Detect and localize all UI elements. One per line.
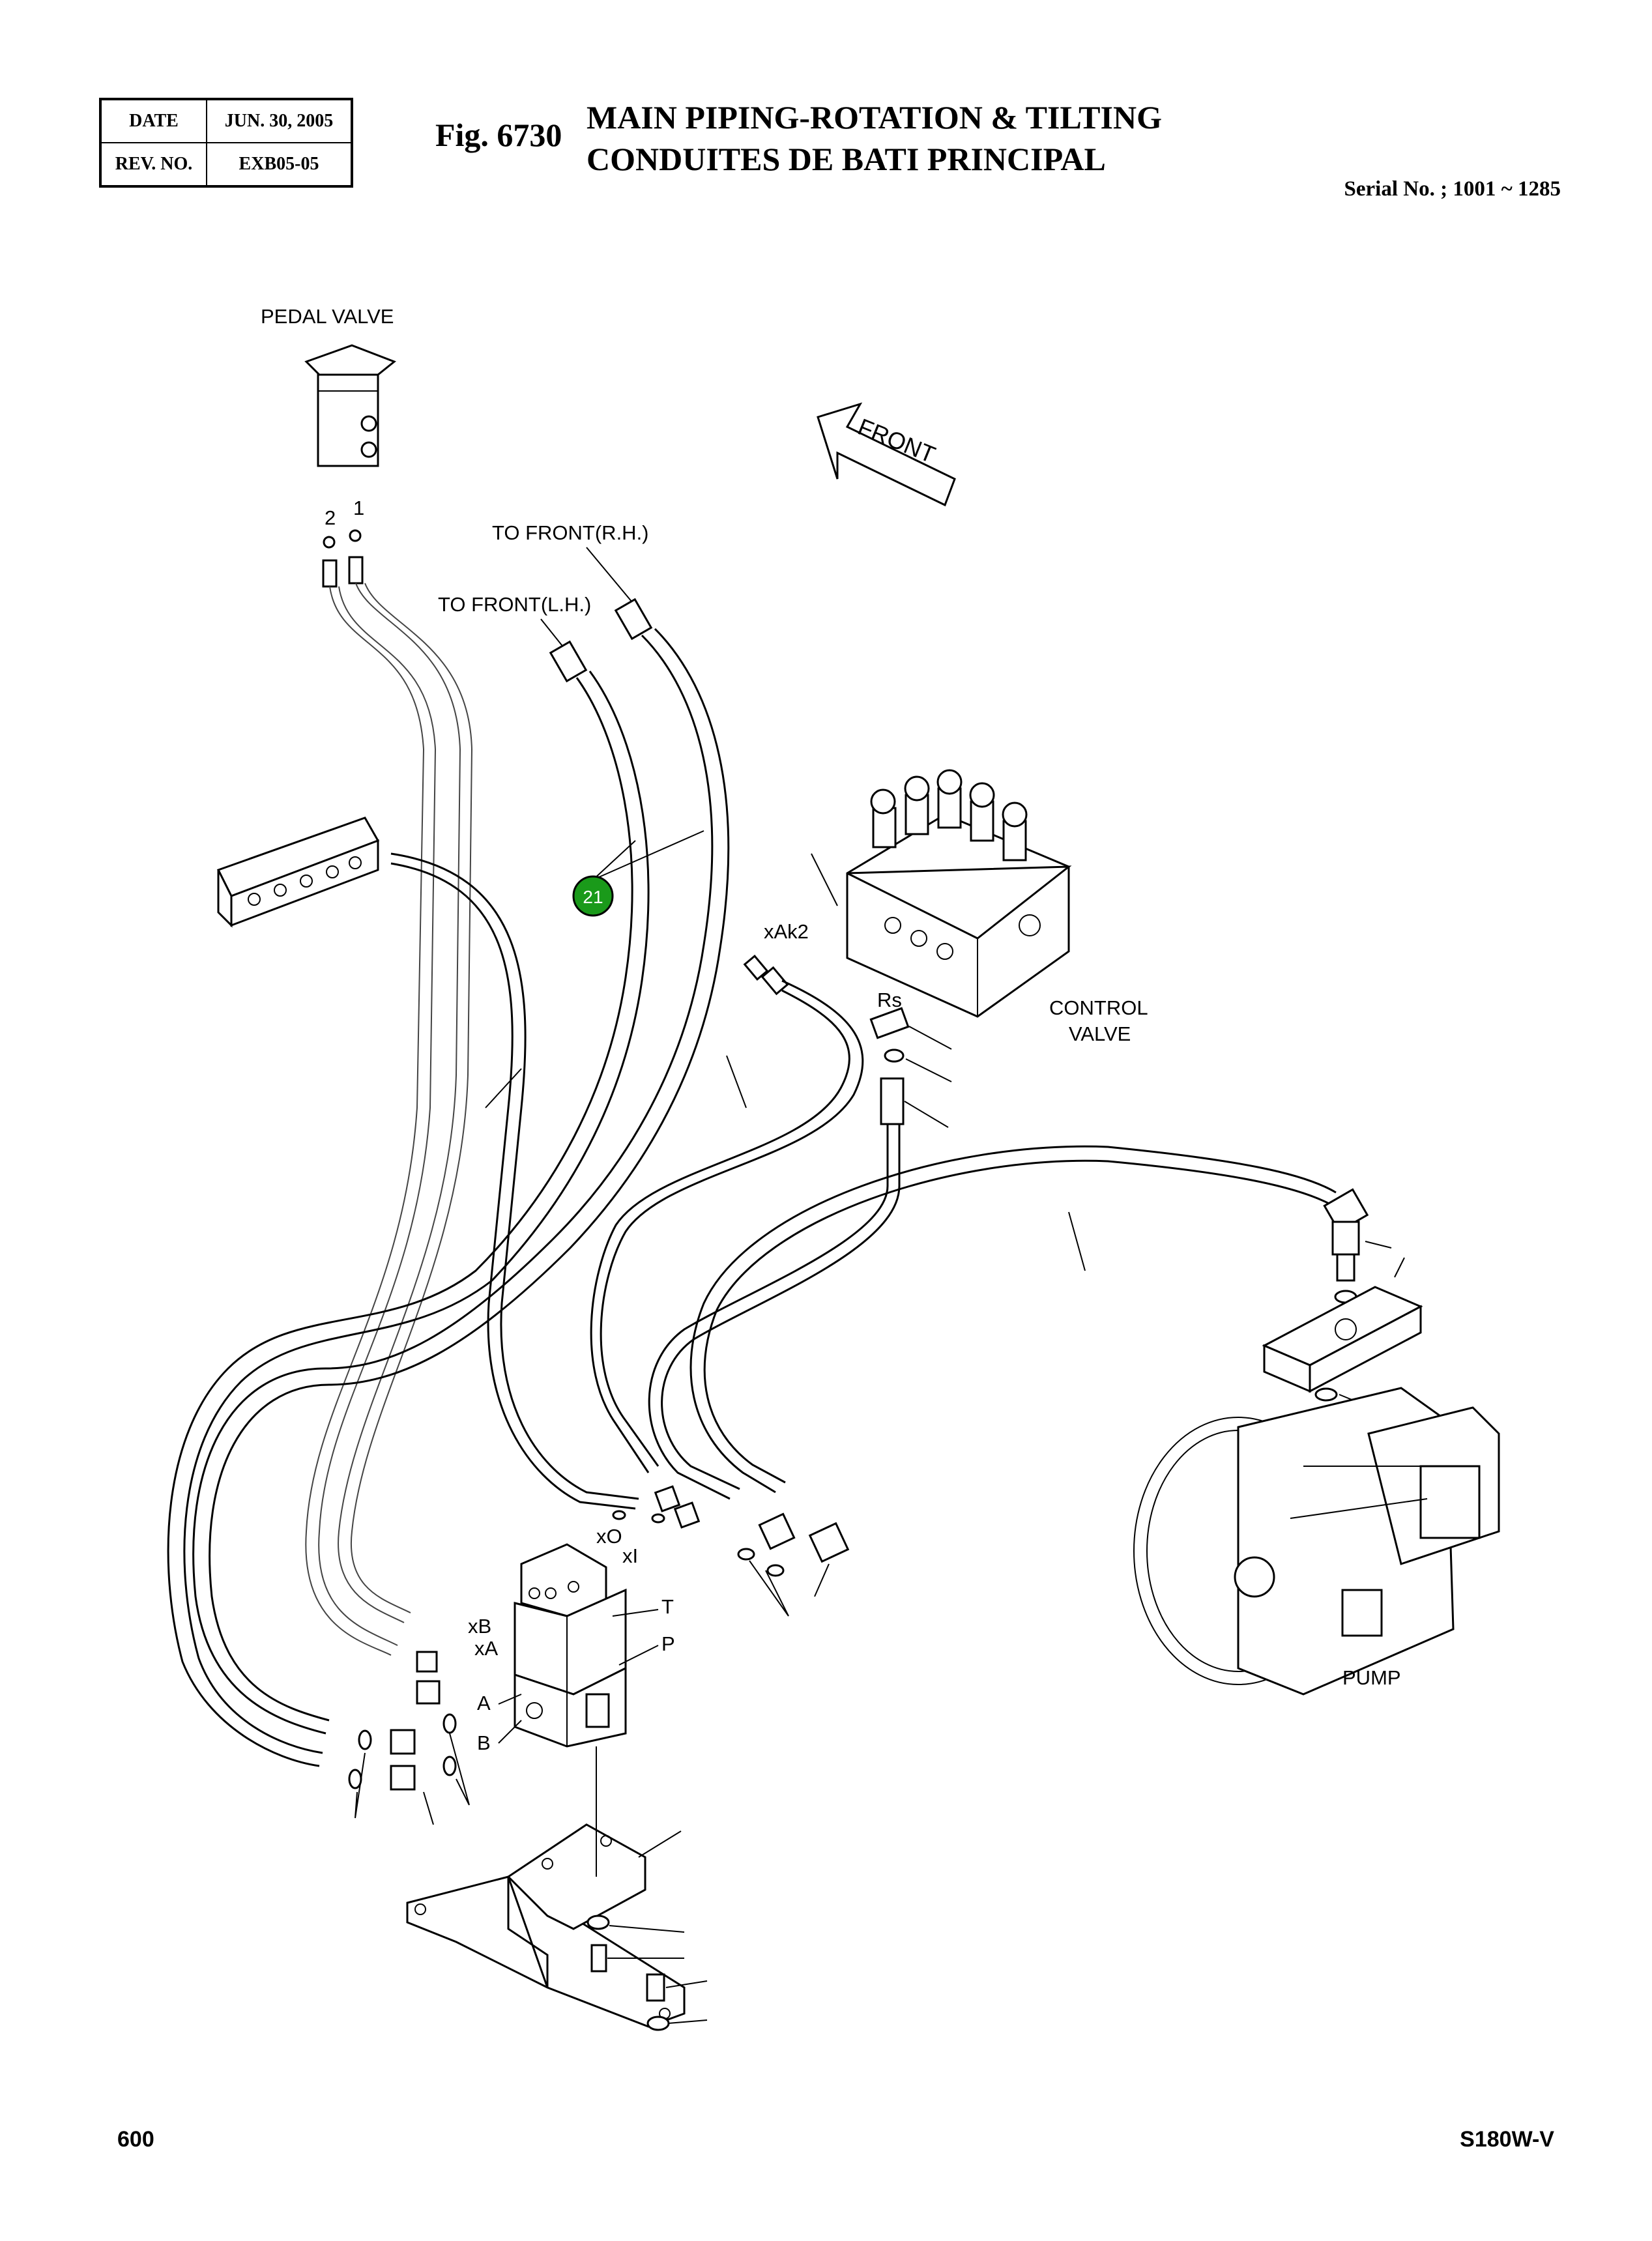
front-arrow: FRONT: [817, 402, 956, 507]
page-number: 600: [117, 2127, 154, 2152]
xak2-hose: [600, 979, 864, 1467]
port-1-label: 1: [353, 497, 364, 519]
date-value: JUN. 30, 2005: [206, 98, 353, 143]
pilot-hose-2b: [350, 583, 473, 1613]
pump: [1133, 1387, 1500, 1696]
pedal-valve-label: PEDAL VALVE: [261, 305, 394, 328]
control-valve-label-1: CONTROL: [1049, 996, 1148, 1019]
xi-label: xI: [622, 1544, 638, 1567]
a-label: A: [477, 1692, 491, 1714]
rev-value: EXB05-05: [206, 142, 353, 187]
b-label: B: [477, 1731, 491, 1754]
pilot-hose-1b: [318, 586, 437, 1646]
port-2-label: 2: [325, 506, 336, 529]
t-label: T: [661, 1595, 674, 1618]
hose-to-front-lh: [167, 677, 633, 1767]
rev-label: REV. NO.: [100, 142, 207, 187]
p-label: P: [661, 1632, 675, 1655]
to-front-lh-label: TO FRONT(L.H.): [438, 593, 591, 616]
rotation-tilting-valve: [514, 1543, 627, 1748]
rs-hose: [648, 1124, 889, 1500]
figure-number: Fig. 6730: [435, 117, 562, 153]
pump-hose: [689, 1145, 1337, 1494]
xb-label: xB: [468, 1615, 491, 1638]
xo-label: xO: [596, 1525, 622, 1548]
pilot-hose-1: [305, 586, 425, 1656]
callout-21-label: 21: [583, 887, 603, 907]
rs-label: Rs: [877, 989, 902, 1011]
control-valve: [846, 769, 1072, 1018]
xa-label: xA: [474, 1637, 499, 1660]
pump-label: PUMP: [1342, 1666, 1401, 1689]
mounting-bracket: [406, 1823, 686, 2028]
manifold-hose: [390, 852, 639, 1500]
pedal-valve: [304, 344, 396, 588]
to-front-rh-label: TO FRONT(R.H.): [492, 521, 649, 544]
model-code: S180W-V: [1460, 2127, 1554, 2152]
callout-21[interactable]: [572, 875, 614, 917]
control-valve-label-2: VALVE: [1069, 1022, 1131, 1045]
title-french: CONDUITES DE BATI PRINCIPAL: [587, 141, 1106, 177]
pump-flange: [1262, 1286, 1423, 1393]
revision-table: DATE JUN. 30, 2005 REV. NO. EXB05-05: [99, 98, 353, 188]
date-label: DATE: [100, 98, 207, 143]
figure-title: MAIN PIPING-ROTATION & TILTING CONDUITES…: [587, 96, 1162, 180]
hose-to-front-rh: [192, 634, 714, 1735]
serial-range: Serial No. ; 1001 ~ 1285: [1344, 177, 1561, 201]
manifold-block: [216, 817, 380, 928]
title-english: MAIN PIPING-ROTATION & TILTING: [587, 99, 1162, 136]
xak2-label: xAk2: [764, 920, 809, 943]
pilot-hose-2: [338, 583, 461, 1623]
